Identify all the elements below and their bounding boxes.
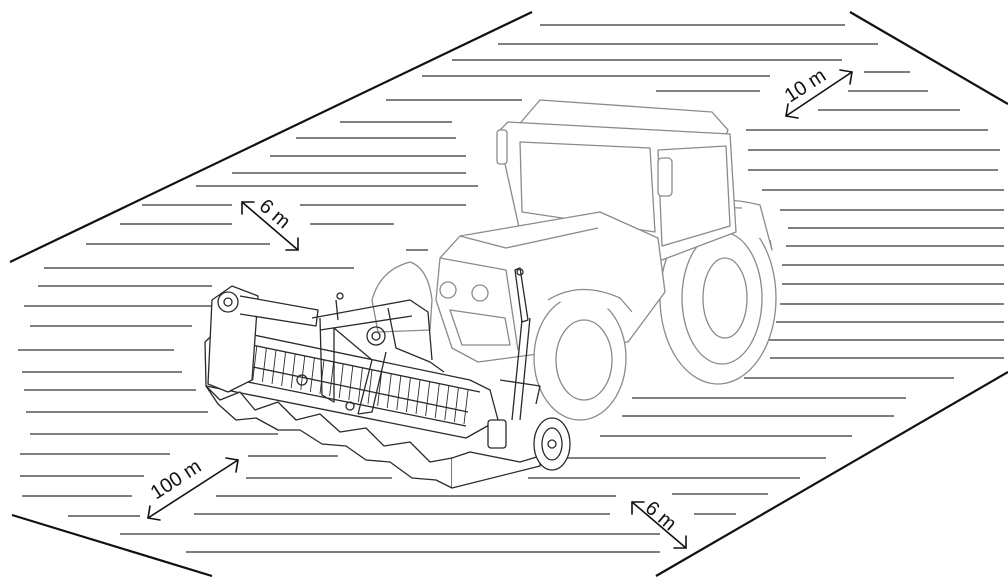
drum-rib [377,371,383,407]
dimension-label-100m: 100 m [147,455,206,504]
drum-rib [252,345,258,381]
drum-rib [405,377,411,413]
field-edge-top-right [849,11,1008,105]
drum-rib [444,385,450,421]
drum-rib [261,347,267,383]
drum-rib [415,379,421,415]
soil-implement [204,267,571,489]
drum-rib [329,361,335,397]
field-edge-bottom-left [11,513,213,577]
tractor [371,99,777,421]
drum-rib [290,353,296,389]
implement-left-end-plate [207,285,319,393]
drum-rib [367,369,373,405]
tractor-front-wheel [533,288,633,421]
dimension-arrow-10m [785,69,853,119]
field-edge-bottom-right [655,371,1008,577]
tractor-left-wheel [371,261,433,333]
drum-rib [357,367,363,403]
implement-skirt [205,385,541,489]
dimension-label-10m: 10 m [781,65,830,108]
drum-rib [386,373,392,409]
drum-rib [463,389,469,425]
field-hatch-lines [18,24,1004,553]
dimension-arrows [147,69,853,549]
drum-rib [271,349,277,385]
dimension-label-6m-left: 6 m [255,195,295,233]
drum-rib [453,387,459,423]
implement-hitch-frame [296,292,445,415]
drum-rib [338,363,344,399]
dimension-arrow-6m-bottom [631,501,687,549]
drum-rib [281,351,287,387]
drum-rib [348,365,354,401]
drum-rib [309,357,315,393]
drum-rib [396,375,402,411]
dimension-arrow-100m [147,457,239,521]
implement-depth-wheel [487,417,571,471]
dimension-label-6m-bottom: 6 m [641,497,681,535]
field-border [9,11,1008,577]
drum-rib [425,381,431,417]
field-edge-top-left [9,11,533,263]
drum-rib [434,383,440,419]
dimension-arrow-6m-left [241,201,299,251]
implement-right-arm [499,267,541,421]
